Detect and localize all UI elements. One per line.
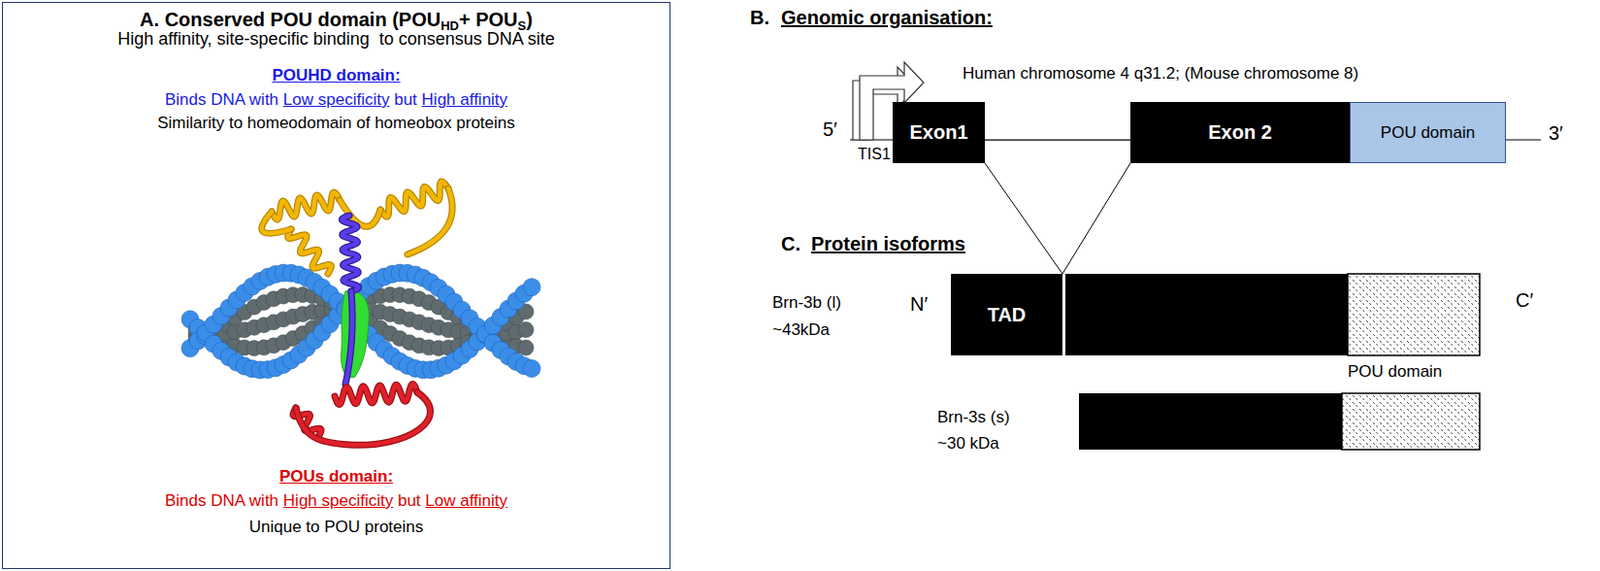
description-text: High affinity [422, 90, 509, 109]
splice-line [1062, 163, 1131, 274]
red-loop [295, 391, 431, 445]
panel-title: Genomic organisation: [781, 6, 993, 30]
text-line: Similarity to homeodomain of homeobox pr… [2, 113, 670, 133]
description-text: POUHD domain: [271, 65, 400, 85]
panel-heading: A. Conserved POU domain (POU [139, 8, 441, 31]
yellow-helix [380, 181, 449, 217]
isoform-size: ~30 kDa [937, 433, 1000, 454]
panel-heading: + POU [458, 8, 519, 31]
text-line: Binds DNA withHigh specificitybutLow aff… [2, 490, 670, 511]
description-text: Unique to POU proteins [249, 517, 425, 536]
purple-tail [345, 291, 353, 385]
text-line: POUs domain: [2, 466, 670, 487]
backbone-sphere [522, 359, 541, 378]
dna-model [181, 263, 541, 379]
text-line: POUHD domain: [2, 65, 670, 86]
purple-helix [341, 215, 359, 292]
chromosome-note: Human chromosome 4 q31.2; (Mouse chromos… [962, 64, 1359, 84]
description-text: Binds DNA with [164, 90, 279, 109]
terminus-label: C′ [1515, 289, 1534, 312]
description-text: Low affinity [424, 490, 508, 510]
text-line: Binds DNA withLow specificitybutHigh aff… [2, 90, 670, 110]
genomic-line [1505, 138, 1541, 140]
box-label: TAD [987, 303, 1027, 327]
yellow-loop [407, 188, 453, 255]
protein-bar [1065, 273, 1348, 356]
description-text: POUs domain: [279, 466, 393, 486]
domain-label: POU domain [1347, 361, 1442, 382]
pou-domain-segment [1341, 392, 1480, 450]
strand-end: 3′ [1548, 122, 1564, 145]
panel-heading: ) [525, 8, 533, 31]
yellow-helix [288, 228, 332, 274]
yellow-loop [261, 211, 292, 233]
description-text: High specificity [283, 490, 393, 510]
domain-box: POU domain [1349, 101, 1506, 164]
tad-box: TAD [950, 273, 1063, 356]
description-text: Low specificity [283, 90, 391, 109]
panel-letter: B. [750, 6, 770, 30]
box-label: Exon 2 [1208, 121, 1273, 144]
isoform-name: Brn-3s (s) [937, 407, 1011, 427]
panel-title: Protein isoforms [811, 232, 966, 256]
isoform-name: Brn-3b (l) [772, 293, 842, 313]
site-label: TIS1 [857, 145, 891, 164]
exon-box: Exon 2 [1130, 101, 1350, 164]
base-sphere [518, 339, 534, 356]
yellow-loop [407, 188, 453, 255]
protein-bar [1078, 392, 1342, 450]
yellow-loop [261, 211, 292, 233]
purple-tail [345, 291, 353, 385]
exon-box: Exon1 [892, 101, 985, 164]
panel-box: A. Conserved POU domain (POUHD+ POUS)Hig… [1, 1, 671, 569]
pou-domain-segment [1347, 273, 1480, 356]
box-label: POU domain [1380, 123, 1475, 143]
splice-line [984, 163, 1063, 274]
yellow-helix [288, 228, 332, 274]
red-helix [334, 383, 418, 404]
text-line: Unique to POU proteins [2, 517, 670, 537]
purple-helix [341, 215, 359, 292]
description-text: Similarity to homeodomain of homeobox pr… [157, 113, 516, 132]
terminus-label: N′ [910, 293, 928, 316]
panel-letter: C. [781, 232, 801, 256]
backbone-sphere [522, 278, 541, 296]
description-text: but [397, 490, 422, 510]
yellow-helix [271, 192, 340, 220]
red-loop [295, 391, 431, 445]
text-line: High affinity, site-specific binding to … [2, 29, 670, 50]
description-text: Binds DNA with [164, 490, 279, 510]
red-helix [334, 383, 418, 404]
yellow-helix [271, 192, 340, 220]
intron-line [984, 138, 1131, 140]
description-text: but [393, 90, 418, 109]
description-text: High affinity, site-specific binding to … [117, 29, 556, 49]
yellow-helix [380, 181, 449, 217]
base-sphere [518, 322, 534, 338]
box-label: Exon1 [909, 121, 968, 144]
strand-end: 5′ [822, 118, 838, 141]
isoform-size: ~43kDa [772, 320, 830, 340]
